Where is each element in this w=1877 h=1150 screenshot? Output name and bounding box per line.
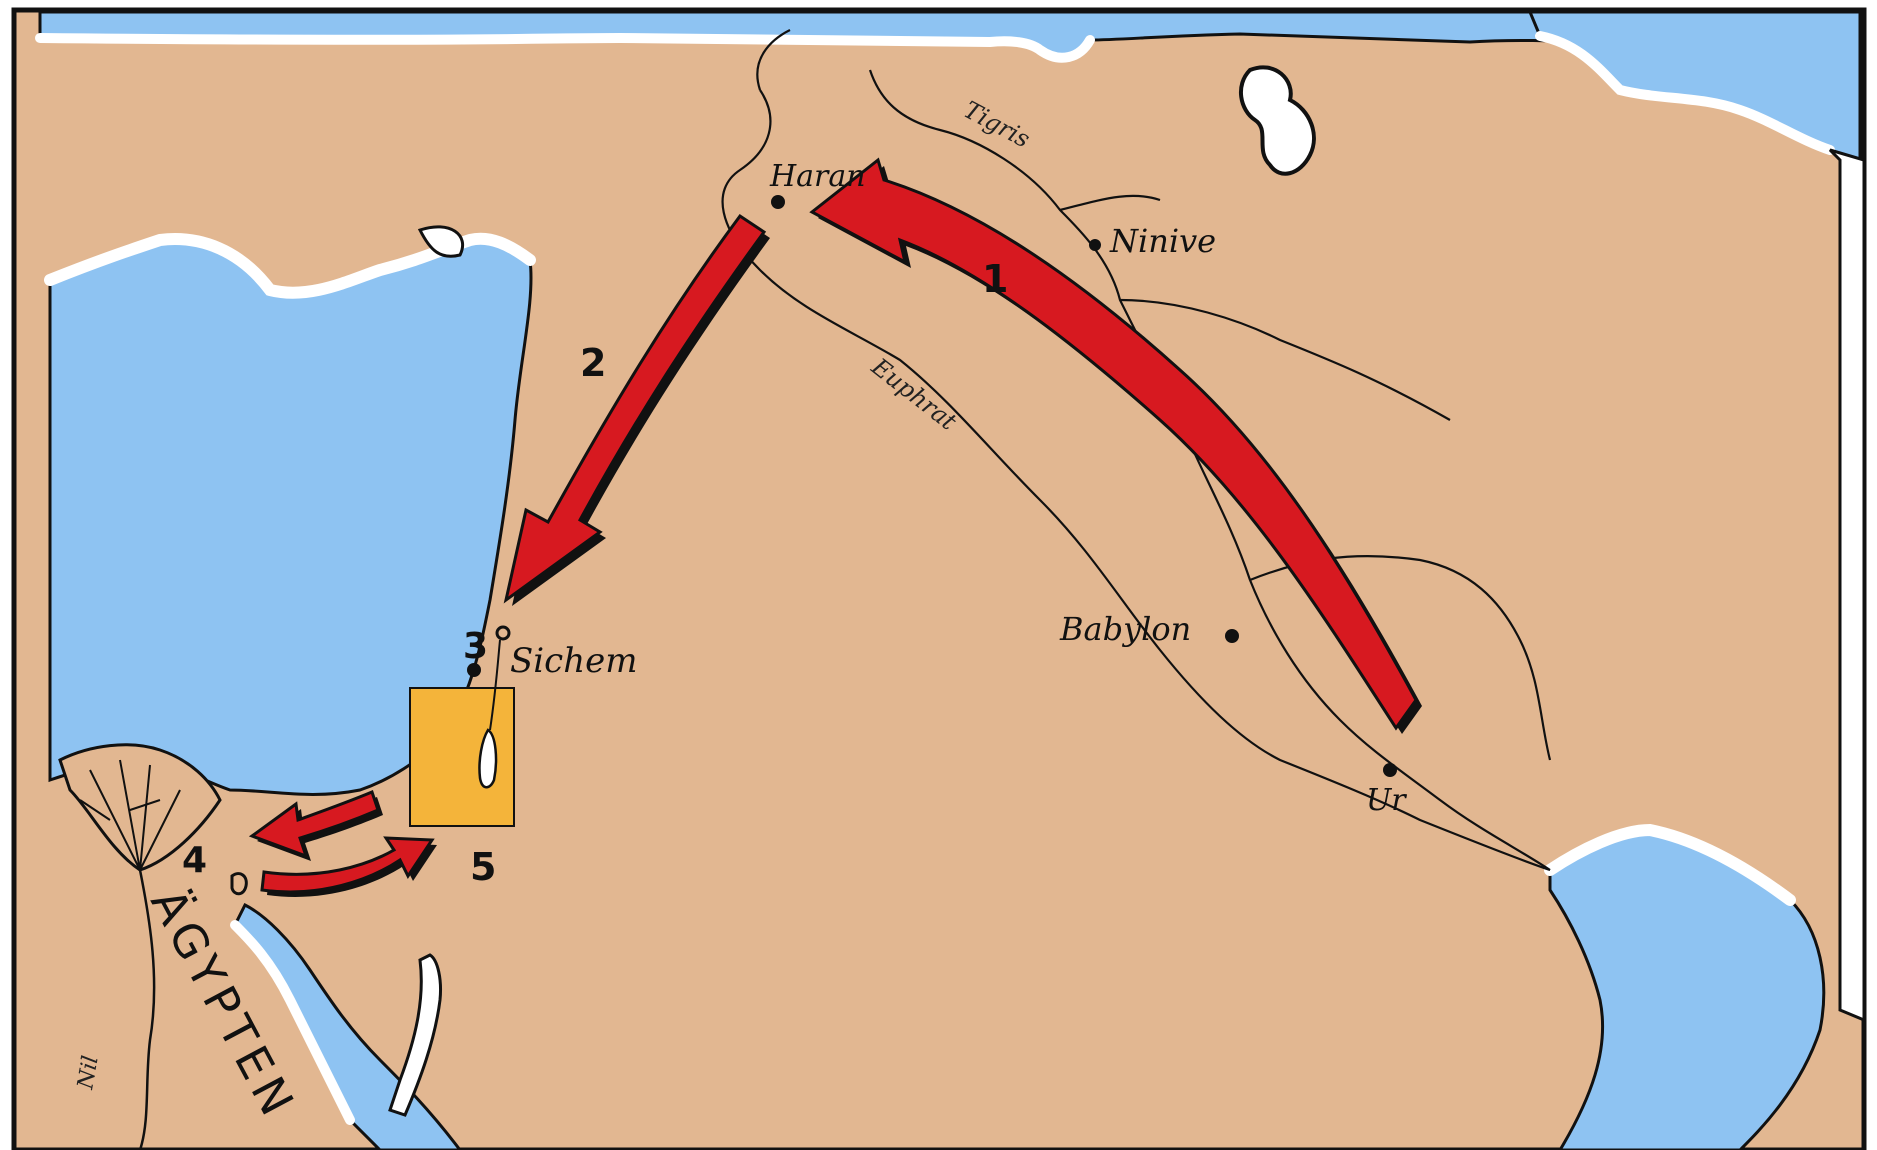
route-number-3: 3 bbox=[463, 626, 488, 667]
route-arrows bbox=[248, 157, 1422, 897]
route-number-2: 2 bbox=[580, 341, 606, 385]
label-ur: Ur bbox=[1366, 783, 1407, 818]
city-dot-icon bbox=[1383, 763, 1397, 777]
gulf-of-aqaba bbox=[388, 953, 442, 1117]
cyprus-island bbox=[417, 225, 464, 258]
dead-sea bbox=[478, 728, 498, 789]
route-numbers: 1 2 3 4 5 bbox=[182, 257, 1008, 889]
city-dot-icon bbox=[771, 195, 785, 209]
route-number-5: 5 bbox=[470, 845, 496, 889]
place-labels: Haran Ninive Babylon Ur Sichem bbox=[510, 159, 1407, 818]
right-sea-water bbox=[1828, 148, 1866, 1023]
river-tributary-3 bbox=[1059, 194, 1161, 212]
right-sea bbox=[1828, 148, 1866, 1023]
black-sea-coast bbox=[35, 32, 1095, 63]
route-number-4: 4 bbox=[182, 840, 207, 881]
city-dot-icon bbox=[230, 872, 248, 896]
persian-gulf-coast bbox=[1544, 823, 1796, 906]
label-nil: Nil bbox=[73, 1054, 104, 1092]
label-ninive: Ninive bbox=[1109, 222, 1216, 260]
lake-van bbox=[1238, 65, 1316, 176]
nile-river bbox=[138, 869, 156, 1150]
route-arrow-1 bbox=[809, 157, 1418, 731]
caspian-sea-coast bbox=[1535, 31, 1835, 155]
river-euphrat bbox=[721, 89, 1551, 872]
red-sea bbox=[230, 902, 462, 1150]
route-arrow-5 bbox=[260, 836, 435, 894]
city-dots bbox=[230, 195, 1397, 896]
nile-delta-branches bbox=[79, 759, 181, 871]
route-number-1: 1 bbox=[982, 257, 1008, 301]
city-dot-icon bbox=[467, 663, 481, 677]
route-arrow-2 bbox=[503, 213, 767, 604]
canaan-highlight-box bbox=[409, 687, 515, 827]
river-tributary-1 bbox=[1119, 298, 1451, 421]
mediterranean-north-coast bbox=[44, 232, 536, 299]
persian-gulf bbox=[1544, 823, 1826, 1150]
red-sea-coast bbox=[230, 920, 355, 1125]
label-babylon: Babylon bbox=[1059, 610, 1191, 648]
city-dot-icon bbox=[495, 625, 511, 641]
city-dot-icon bbox=[1089, 239, 1101, 251]
nile-delta bbox=[58, 743, 222, 1150]
label-haran: Haran bbox=[769, 159, 866, 194]
caspian-sea bbox=[1527, 10, 1862, 163]
city-dot-icon bbox=[1225, 629, 1239, 643]
river-euphrat-upper bbox=[756, 29, 791, 91]
lake-van-water bbox=[1238, 65, 1316, 176]
canaan-highlight bbox=[409, 639, 515, 827]
label-sichem: Sichem bbox=[510, 641, 637, 681]
route-arrow-4 bbox=[248, 789, 380, 859]
jordan-river bbox=[489, 639, 501, 731]
mediterranean-sea bbox=[44, 225, 536, 796]
